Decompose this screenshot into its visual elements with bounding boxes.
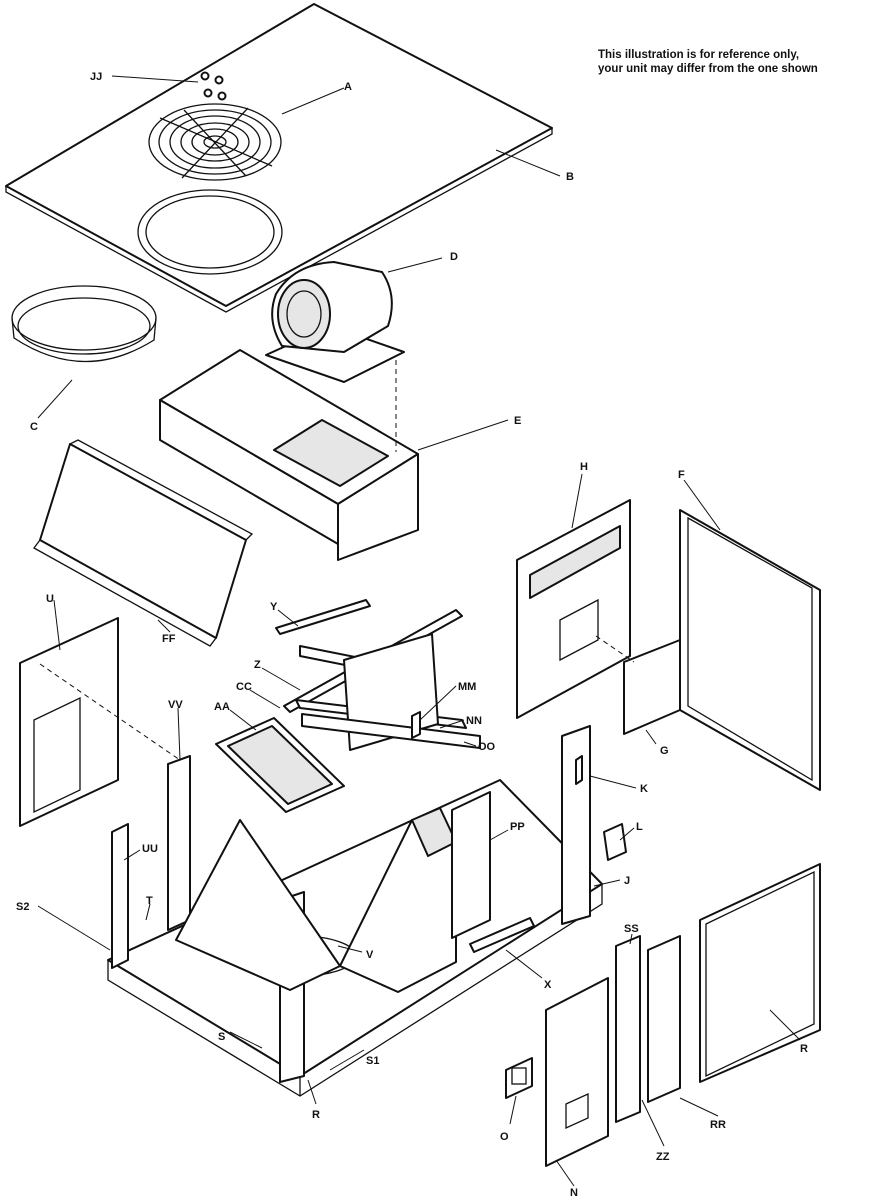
- frame-rails: [283, 609, 481, 751]
- reference-note-line-1: This illustration is for reference only,: [598, 49, 800, 61]
- corner-posts: [111, 725, 591, 1083]
- label-cc: CC: [236, 681, 252, 693]
- label-b: B: [566, 171, 574, 183]
- cover-plate-g: [595, 635, 681, 735]
- label-s1: S1: [366, 1055, 379, 1067]
- label-mm: MM: [458, 681, 476, 693]
- label-s2: S2: [16, 901, 29, 913]
- switch-box-o: [505, 1057, 533, 1099]
- label-z: Z: [254, 659, 261, 671]
- panel-rr: [647, 935, 681, 1103]
- service-panel-n: [545, 977, 609, 1167]
- label-o: O: [500, 1131, 509, 1143]
- blower-d: [265, 261, 405, 383]
- label-ss: SS: [624, 923, 639, 935]
- label-a: A: [344, 81, 352, 93]
- coil-v: [175, 807, 457, 993]
- label-jj: JJ: [90, 71, 102, 83]
- part-labels: JJ A B D C E H F U Y FF Z CC AA VV MM NN…: [16, 71, 808, 1199]
- label-vv: VV: [168, 699, 183, 711]
- label-u: U: [46, 593, 54, 605]
- label-d: D: [450, 251, 458, 263]
- label-uu: UU: [142, 843, 158, 855]
- reference-note: This illustration is for reference only,…: [598, 48, 878, 76]
- leader-lines: [37, 75, 801, 1187]
- panel-pp: [451, 791, 491, 939]
- deflector-ff: [33, 439, 254, 647]
- label-e: E: [514, 415, 521, 427]
- screws-jj: [200, 71, 227, 101]
- label-n: N: [570, 1187, 578, 1199]
- label-s: S: [218, 1031, 225, 1043]
- label-j: J: [624, 875, 630, 887]
- part-l: [603, 823, 627, 861]
- fan-guard-a: [148, 103, 282, 181]
- support-x: [469, 917, 535, 953]
- access-panel-h: [516, 499, 631, 719]
- label-oo: OO: [478, 741, 496, 753]
- label-aa: AA: [214, 701, 230, 713]
- label-t: T: [146, 895, 153, 907]
- orifice-ring-c: [11, 285, 157, 363]
- label-r: R: [312, 1109, 320, 1121]
- panel-ss: [615, 935, 641, 1123]
- side-panel-f: [679, 509, 821, 791]
- label-k: K: [640, 783, 648, 795]
- label-x: X: [544, 979, 552, 991]
- reference-note-line-2: your unit may differ from the one shown: [598, 63, 818, 75]
- top-panel-opening: [137, 189, 283, 275]
- label-pp: PP: [510, 821, 525, 833]
- top-panel-b: [5, 3, 553, 313]
- label-ff: FF: [162, 633, 176, 645]
- housing-e: [159, 349, 419, 561]
- drain-pan-aa: [215, 717, 345, 813]
- label-c: C: [30, 421, 38, 433]
- label-nn: NN: [466, 715, 482, 727]
- label-right-panel: R: [800, 1043, 808, 1055]
- label-f: F: [678, 469, 685, 481]
- label-y: Y: [270, 601, 278, 613]
- part-k: [575, 755, 583, 785]
- label-v: V: [366, 949, 374, 961]
- label-h: H: [580, 461, 588, 473]
- right-panel: [699, 863, 821, 1083]
- label-g: G: [660, 745, 669, 757]
- label-rr: RR: [710, 1119, 726, 1131]
- left-panel-u: [19, 617, 181, 827]
- label-l: L: [636, 821, 643, 833]
- label-zz: ZZ: [656, 1151, 670, 1163]
- bracket-mm: [411, 711, 421, 739]
- rail-y: [275, 599, 371, 635]
